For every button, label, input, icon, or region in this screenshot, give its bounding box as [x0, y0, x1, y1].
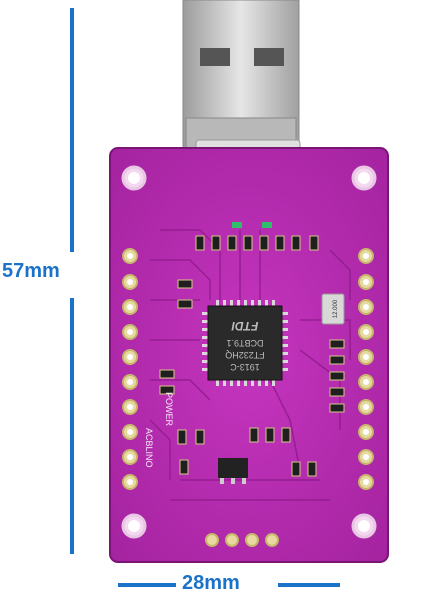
height-dimension-line-bottom — [70, 298, 74, 554]
width-dimension-line-left — [118, 583, 176, 587]
height-dimension-label: 57mm — [2, 260, 60, 282]
height-dimension-line-top — [70, 8, 74, 252]
ftdi-chip: 1913-C FT232HQ DCBT9.1 FTDI — [202, 300, 288, 386]
green-led — [232, 222, 242, 228]
width-dimension-line-right — [278, 583, 340, 587]
green-led — [262, 222, 272, 228]
crystal-label: 12.000 — [333, 299, 339, 318]
chip-lot: DCBT9.1 — [226, 338, 263, 348]
bottom-header-pads — [205, 533, 279, 547]
smd-components — [159, 235, 345, 477]
width-dimension-label: 28mm — [182, 572, 240, 594]
chip-date-code: 1913-C — [230, 362, 260, 372]
chip-brand: FTDI — [231, 319, 258, 333]
regulator-chip — [218, 458, 248, 484]
silk-brand-label: ACBLINO — [144, 428, 154, 468]
chip-model: FT232HQ — [225, 350, 265, 360]
right-header-pads — [358, 248, 374, 490]
left-header-pads — [122, 248, 138, 490]
silk-power-label: POWER — [164, 392, 174, 427]
crystal-oscillator: 12.000 — [321, 293, 345, 325]
